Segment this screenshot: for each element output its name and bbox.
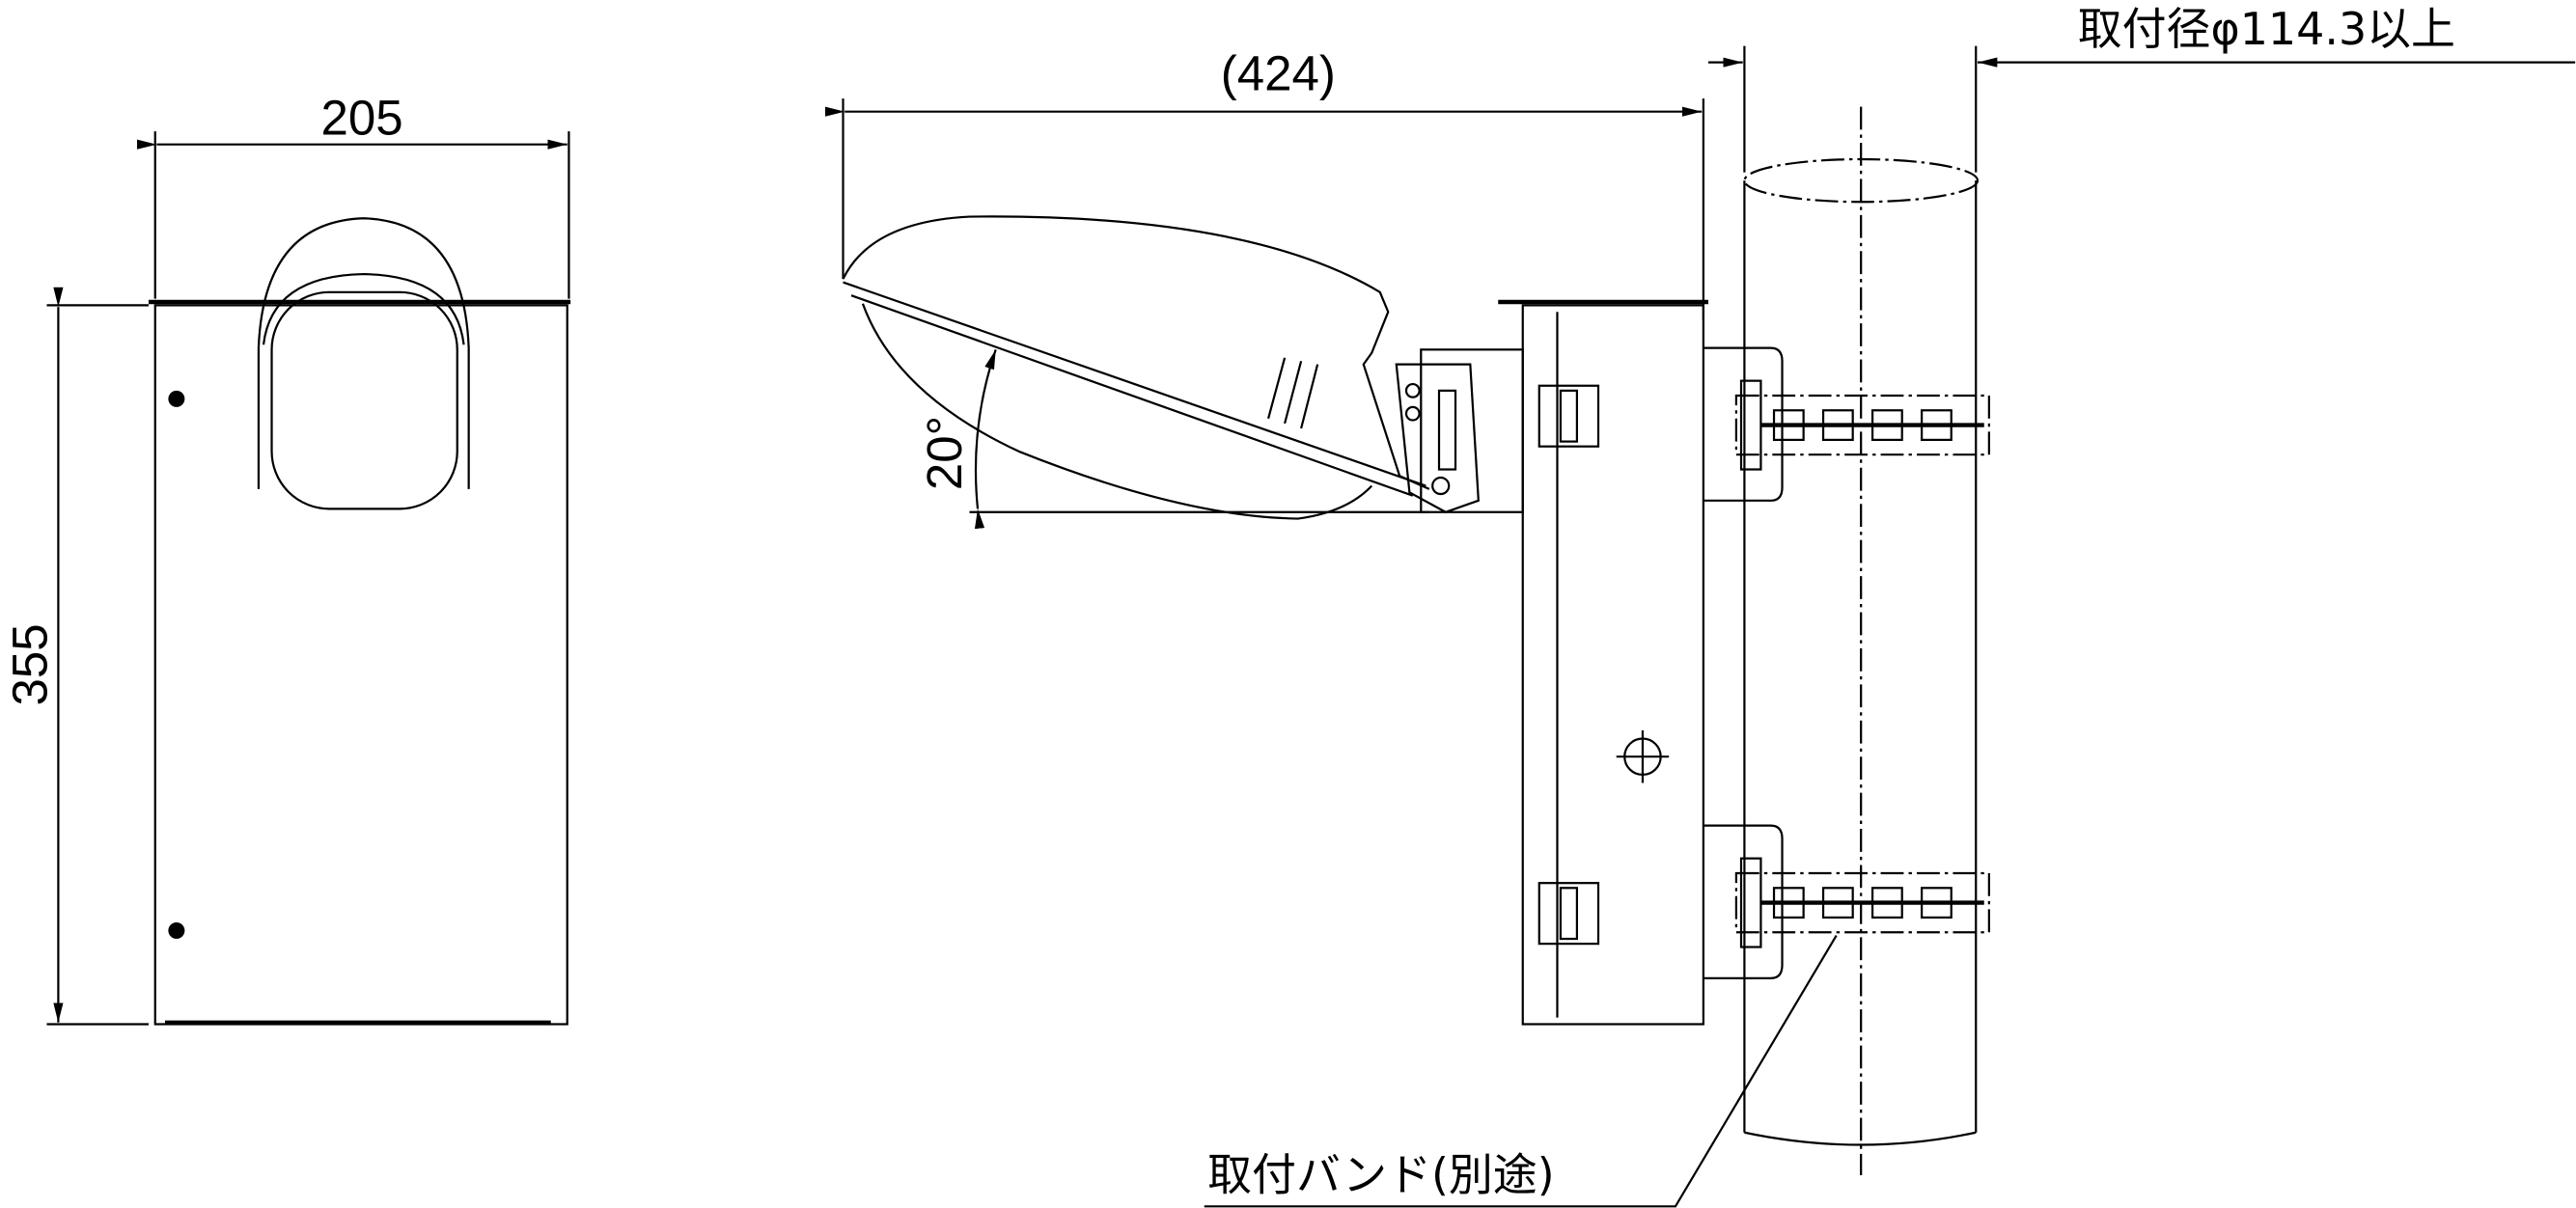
height-dimension: 355: [2, 623, 57, 705]
screw-icon: [168, 390, 185, 407]
hinge-icon: [1537, 384, 1600, 448]
mounting-band: [1734, 379, 1990, 471]
enclosure-box-side: [1521, 304, 1704, 1026]
band-label: 取付バンド(別途): [1207, 1148, 1554, 1200]
mounting-band: [1734, 857, 1990, 948]
hinge-icon: [1537, 882, 1600, 946]
lamp-head: [257, 217, 470, 489]
lamp-body: [842, 215, 1430, 490]
crosshair-icon: [1616, 729, 1670, 783]
projection-dimension: (424): [1221, 46, 1336, 101]
angle-dimension: 20°: [917, 416, 972, 490]
width-dimension: 205: [321, 90, 403, 145]
enclosure-box: [153, 304, 568, 1026]
front-view: 205 355: [2, 90, 571, 1026]
pole: [1743, 106, 1980, 1175]
pole-diameter-label: 取付径φ114.3以上: [2078, 3, 2455, 55]
side-view: (424) 20°: [824, 3, 2576, 1208]
screw-icon: [168, 922, 185, 940]
